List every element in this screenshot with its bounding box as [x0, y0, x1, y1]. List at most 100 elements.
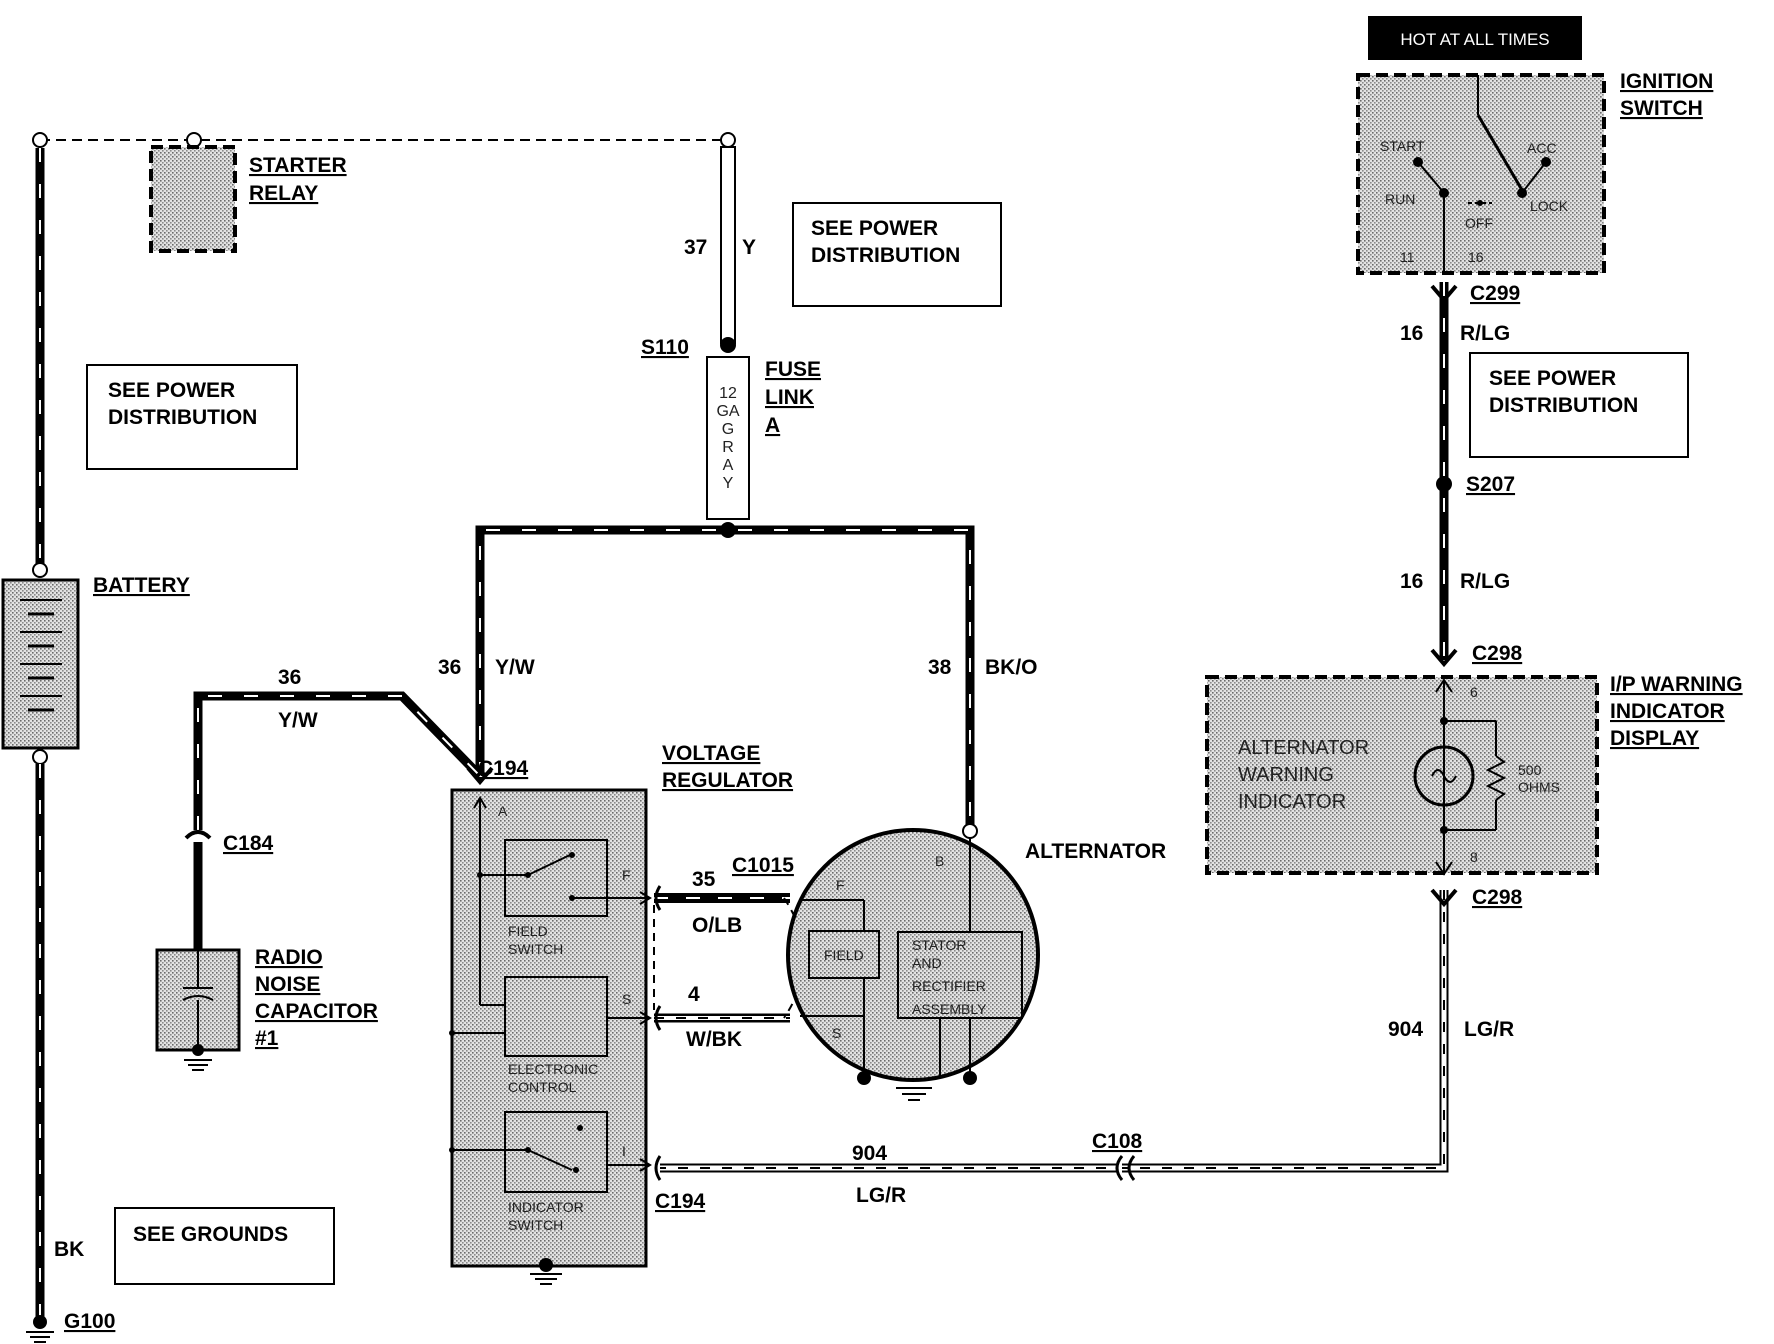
- bk-wire-color: BK: [54, 1238, 84, 1261]
- alt-warning-indicator-2: WARNING: [1238, 764, 1334, 786]
- w37-circuit: 37: [684, 236, 707, 259]
- voltage-regulator: C194 VOLTAGE REGULATOR A F FIELD SWITCH …: [449, 742, 793, 1285]
- resistor-unit: OHMS: [1518, 779, 1560, 795]
- w36b-color: Y/W: [278, 709, 318, 732]
- alt-warning-indicator-1: ALTERNATOR: [1238, 737, 1369, 759]
- capacitor-label-4: #1: [255, 1027, 279, 1050]
- electronic-control-label-1: ELECTRONIC: [508, 1061, 598, 1077]
- ip-warning-label-1: I/P WARNING: [1610, 673, 1743, 696]
- note-see-grounds: SEE GROUNDS: [114, 1207, 335, 1285]
- w16a-color: R/LG: [1460, 322, 1510, 345]
- ign-pin-11: 11: [1400, 249, 1415, 265]
- w38-circuit: 38: [928, 656, 952, 679]
- svg-text:R: R: [722, 439, 734, 456]
- ignition-switch: START ACC RUN OFF LOCK 11 16 IGNITION SW…: [1356, 70, 1713, 275]
- w904b-color: LG/R: [856, 1184, 906, 1207]
- regulator-label-1: VOLTAGE: [662, 742, 760, 765]
- connector-c1015: C1015: [732, 854, 794, 877]
- wire-904-lgr: C298 904 LG/R C108 904 LG/R: [660, 886, 1523, 1207]
- splice-s110: S110: [641, 336, 689, 359]
- position-run: RUN: [1385, 191, 1415, 207]
- w904a-color: LG/R: [1464, 1018, 1514, 1041]
- stator-label-1: STATOR: [912, 937, 966, 953]
- connector-c299: C299: [1470, 282, 1520, 305]
- regulator-label-2: REGULATOR: [662, 769, 793, 792]
- connector-c184: C184: [223, 832, 274, 855]
- svg-text:DISTRIBUTION: DISTRIBUTION: [108, 406, 257, 429]
- stator-label-4: ASSEMBLY: [912, 1001, 987, 1017]
- w16b-circuit: 16: [1400, 570, 1423, 593]
- w904b-circuit: 904: [852, 1142, 887, 1165]
- svg-text:SEE POWER: SEE POWER: [811, 217, 938, 240]
- w904a-circuit: 904: [1388, 1018, 1423, 1041]
- ip-pin-6: 6: [1470, 684, 1478, 700]
- svg-text:F: F: [836, 877, 845, 893]
- svg-text:S: S: [832, 1025, 841, 1041]
- alternator-label: ALTERNATOR: [1025, 840, 1166, 863]
- alt-warning-indicator-3: INDICATOR: [1238, 791, 1346, 813]
- connector-c194-bottom: C194: [655, 1190, 706, 1213]
- svg-text:S: S: [622, 991, 631, 1007]
- connector-c194-top: C194: [478, 757, 529, 780]
- starter-relay-circuit: STARTER RELAY: [32, 132, 736, 253]
- wire-904-regulator-entry: [654, 1155, 662, 1181]
- connector-c108: C108: [1092, 1130, 1143, 1153]
- starter-relay-label-2: RELAY: [249, 182, 318, 205]
- position-off: OFF: [1465, 215, 1493, 231]
- ign-pin-16: 16: [1468, 249, 1484, 265]
- position-lock: LOCK: [1530, 198, 1569, 214]
- w35-circuit: 35: [692, 868, 716, 891]
- svg-text:DISTRIBUTION: DISTRIBUTION: [811, 244, 960, 267]
- w36a-color: Y/W: [495, 656, 535, 679]
- stator-label-3: RECTIFIER: [912, 978, 986, 994]
- connector-c298-top: C298: [1472, 642, 1523, 665]
- battery-label: BATTERY: [93, 574, 190, 597]
- ip-warning-label-2: INDICATOR: [1610, 700, 1725, 723]
- electronic-control-label-2: CONTROL: [508, 1079, 577, 1095]
- field-switch-label-1: FIELD: [508, 923, 548, 939]
- starter-relay-label-1: STARTER: [249, 154, 347, 177]
- ignition-switch-label-2: SWITCH: [1620, 97, 1703, 120]
- svg-text:Y: Y: [723, 475, 734, 492]
- w37-color: Y: [742, 236, 756, 259]
- hot-banner-text: HOT AT ALL TIMES: [1400, 30, 1549, 49]
- w16b-color: R/LG: [1460, 570, 1510, 593]
- w36a-circuit: 36: [438, 656, 461, 679]
- note-see-power-left: SEE POWER DISTRIBUTION: [86, 364, 298, 470]
- battery-circuit: BATTERY BK G100: [1, 148, 190, 1343]
- hot-at-all-times-banner: HOT AT ALL TIMES: [1368, 16, 1582, 60]
- fuse-link-a: 12 GA G R A Y FUSE LINK A: [706, 356, 821, 520]
- w4-circuit: 4: [688, 983, 700, 1006]
- svg-text:A: A: [723, 457, 734, 474]
- ip-warning-indicator-display: 6 8 500 OHMS ALTERNATOR WARNING INDICATO…: [1205, 673, 1743, 876]
- svg-text:B: B: [935, 853, 944, 869]
- w36b-circuit: 36: [278, 666, 301, 689]
- capacitor-label-1: RADIO: [255, 946, 323, 969]
- w38-color: BK/O: [985, 656, 1038, 679]
- fuse-link-label-3: A: [765, 414, 780, 437]
- svg-text:A: A: [498, 803, 508, 819]
- svg-text:SEE POWER: SEE POWER: [108, 379, 235, 402]
- ip-pin-8: 8: [1470, 849, 1478, 865]
- indicator-switch-label-1: INDICATOR: [508, 1199, 584, 1215]
- ground-g100: G100: [64, 1310, 115, 1333]
- fuse-link-label-1: FUSE: [765, 358, 821, 381]
- position-start: START: [1380, 138, 1425, 154]
- ignition-switch-label-1: IGNITION: [1620, 70, 1713, 93]
- svg-text:DISTRIBUTION: DISTRIBUTION: [1489, 394, 1638, 417]
- field-switch-label-2: SWITCH: [508, 941, 563, 957]
- splice-s207: S207: [1466, 473, 1515, 496]
- svg-text:G: G: [722, 421, 734, 438]
- resistor-value: 500: [1518, 762, 1542, 778]
- radio-noise-capacitor: RADIO NOISE CAPACITOR #1: [155, 946, 378, 1071]
- position-acc: ACC: [1527, 140, 1557, 156]
- wire-37-y: 37 Y S110: [641, 146, 756, 359]
- alternator: B F S FIELD STATOR AND RECTIFIER ASSEMBL…: [786, 823, 1166, 1101]
- note-see-power-top: SEE POWER DISTRIBUTION: [792, 202, 1002, 307]
- fuse-link-label-2: LINK: [765, 386, 814, 409]
- w16a-circuit: 16: [1400, 322, 1423, 345]
- wire-35-4: 35 C1015 O/LB 4 W/BK: [653, 854, 805, 1051]
- svg-text:GA: GA: [716, 403, 739, 420]
- capacitor-label-2: NOISE: [255, 973, 320, 996]
